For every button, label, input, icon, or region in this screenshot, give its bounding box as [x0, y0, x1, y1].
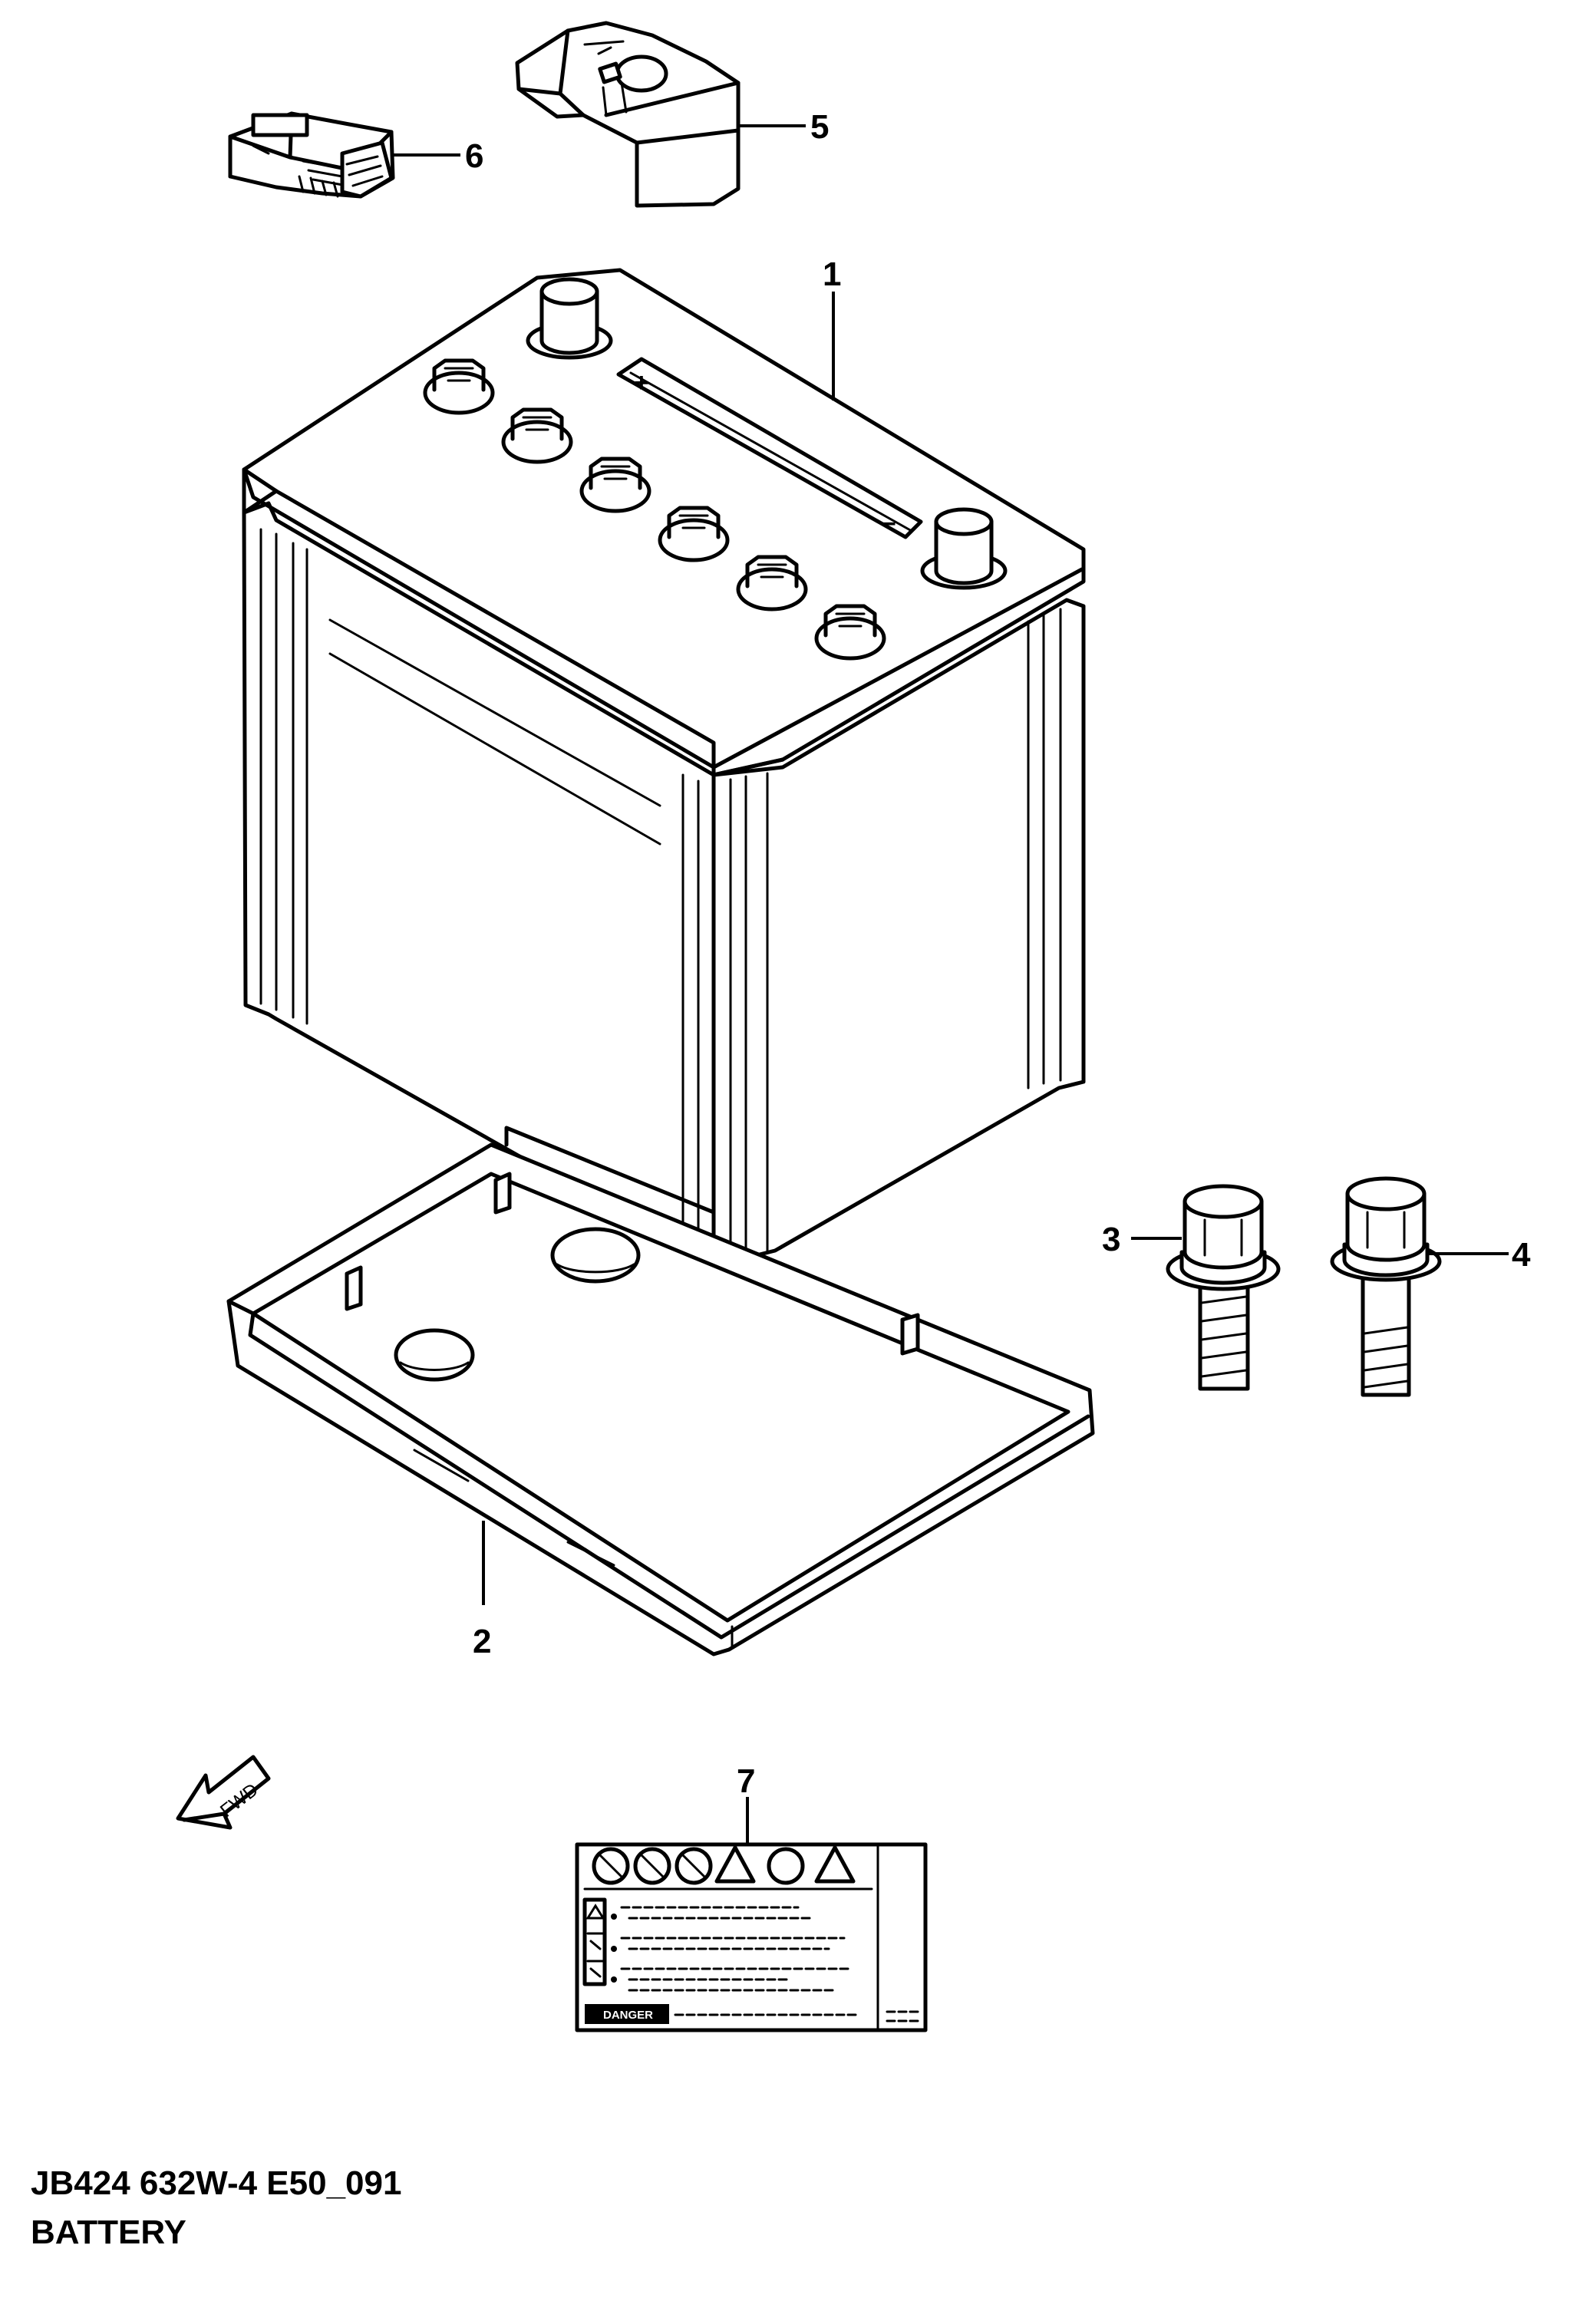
- part-7-warning-label: DANGER: [575, 1842, 928, 2032]
- callout-6: 6: [465, 137, 483, 175]
- caution-icon: [767, 1847, 805, 1885]
- callout-7: 7: [737, 1762, 755, 1800]
- vent-caps: [423, 358, 886, 661]
- callout-1: 1: [823, 255, 841, 293]
- part-3-bolt: [1166, 1184, 1281, 1391]
- vent-cap: [814, 604, 886, 661]
- danger-tag: DANGER: [603, 2009, 653, 2022]
- callout-2: 2: [473, 1623, 491, 1660]
- vent-cap: [658, 506, 730, 562]
- fwd-arrow: FWD: [176, 1755, 271, 1830]
- part-6-terminal-clamp: [228, 111, 395, 199]
- part-4-bolt: [1330, 1176, 1442, 1397]
- vent-cap: [423, 358, 495, 415]
- callout-3: 3: [1102, 1221, 1120, 1258]
- prohibition-icon: [592, 1847, 630, 1885]
- drawing-code: JB424 632W-4 E50_091: [31, 2164, 402, 2202]
- vent-cap: [579, 457, 651, 513]
- prohibition-icon: [675, 1847, 713, 1885]
- part-1-battery: + −: [242, 268, 1086, 1268]
- warning-pictograms: [592, 1845, 856, 1885]
- callout-4: 4: [1512, 1236, 1531, 1274]
- callout-5: 5: [810, 108, 829, 146]
- negative-symbol: −: [881, 509, 896, 539]
- part-5-terminal-cover: [515, 21, 741, 208]
- positive-symbol: +: [634, 368, 649, 397]
- warning-triangle-icon: [814, 1845, 856, 1884]
- vent-cap: [736, 555, 808, 611]
- part-2-battery-tray: [226, 1126, 1095, 1656]
- warning-triangle-icon: [714, 1845, 756, 1884]
- drawing-title: BATTERY: [31, 2214, 186, 2251]
- prohibition-icon: [633, 1847, 671, 1885]
- vent-cap: [501, 407, 573, 464]
